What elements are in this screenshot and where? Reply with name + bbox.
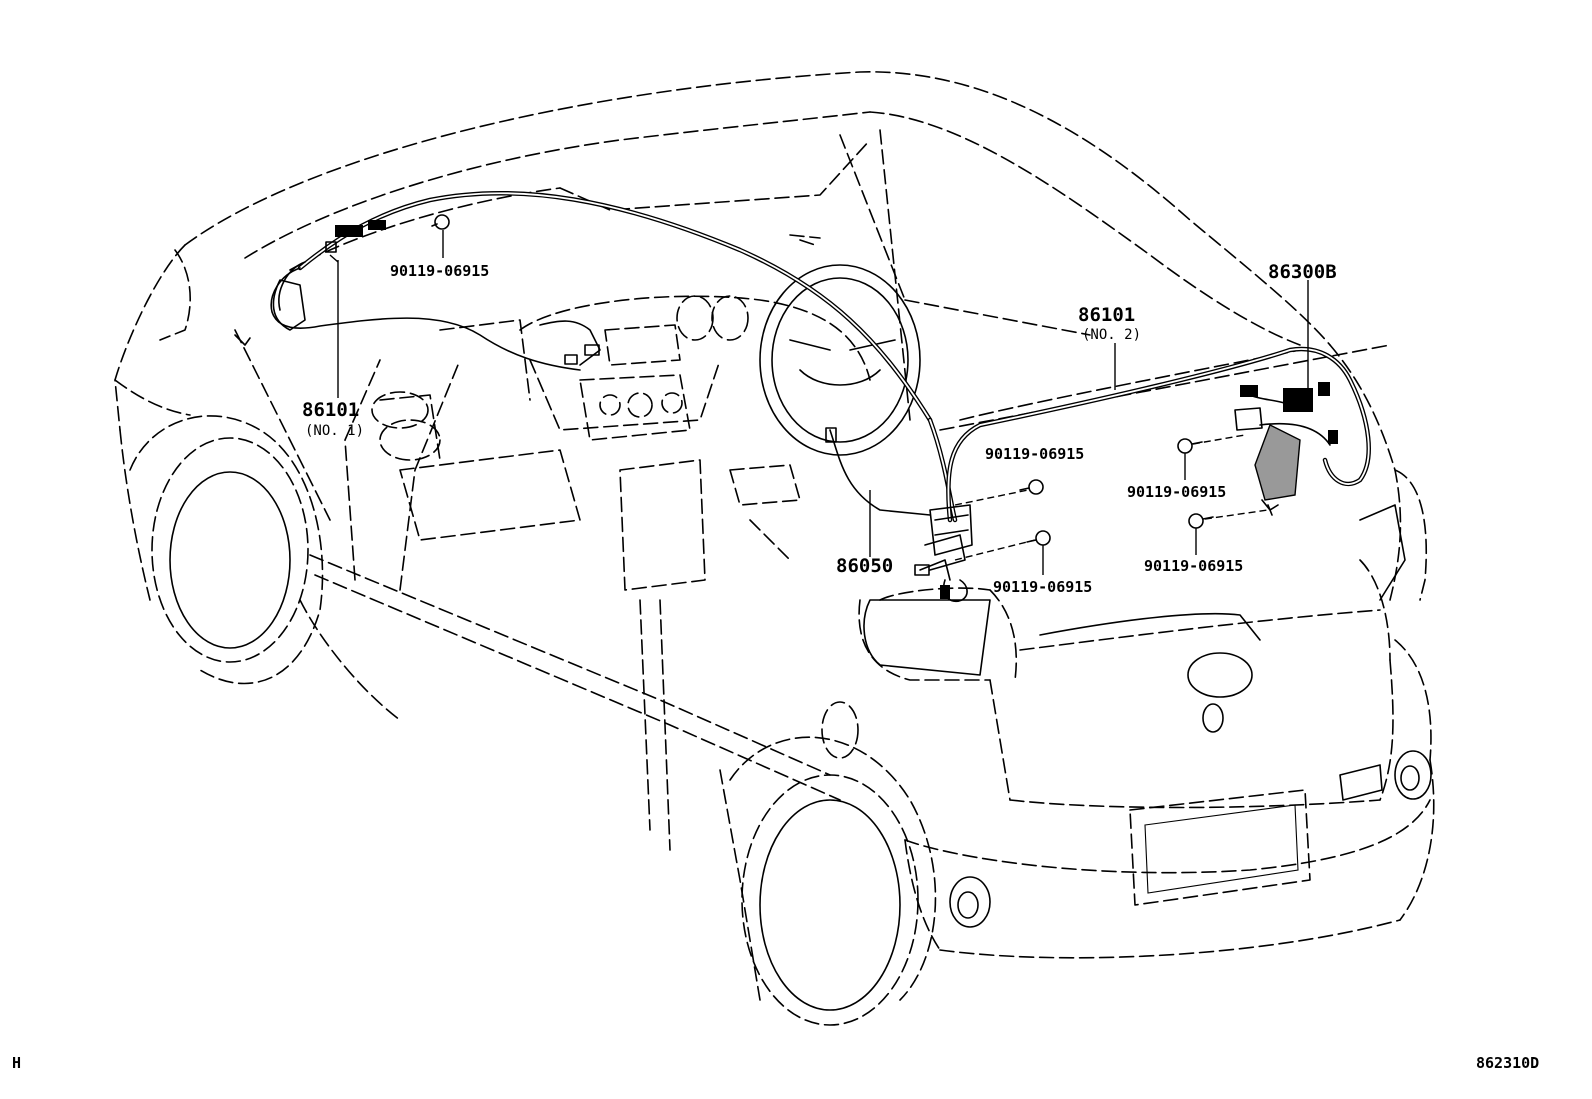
bolt-mid-left-icon	[1019, 479, 1044, 495]
bolt-rear-lower-icon	[1188, 513, 1214, 529]
bolt-mid-lower-icon	[1026, 530, 1051, 546]
vehicle-interior	[371, 234, 921, 591]
bolt-front-icon	[431, 214, 450, 230]
bolt-rear-lower-label: 90119-06915	[1144, 557, 1243, 575]
bolt-rear-upper-icon	[1177, 438, 1203, 454]
wire-no2-number: 86101	[1078, 304, 1135, 326]
bolt-front-label: 90119-06915	[390, 262, 489, 280]
leader-lines	[329, 230, 1309, 575]
vehicle-body-outline	[114, 71, 1435, 1026]
bolt-mid-lower-label: 90119-06915	[993, 578, 1092, 596]
bolt-rear-upper-label: 90119-06915	[1127, 483, 1226, 501]
wire-no1-sub: (NO. 1)	[305, 423, 364, 439]
antenna-harness	[270, 190, 1371, 523]
bolt-mid-left-label: 90119-06915	[985, 445, 1084, 463]
antenna-amplifier-86300b	[1234, 382, 1338, 516]
wire-no1-number: 86101	[302, 399, 359, 421]
bracket-number: 86050	[836, 555, 893, 577]
antenna-amp-number: 86300B	[1268, 261, 1337, 283]
corner-code-left: H	[12, 1054, 21, 1072]
corner-code-right: 862310D	[1476, 1054, 1539, 1072]
bracket-86050	[914, 504, 973, 602]
wire-no2-sub: (NO. 2)	[1082, 327, 1141, 343]
